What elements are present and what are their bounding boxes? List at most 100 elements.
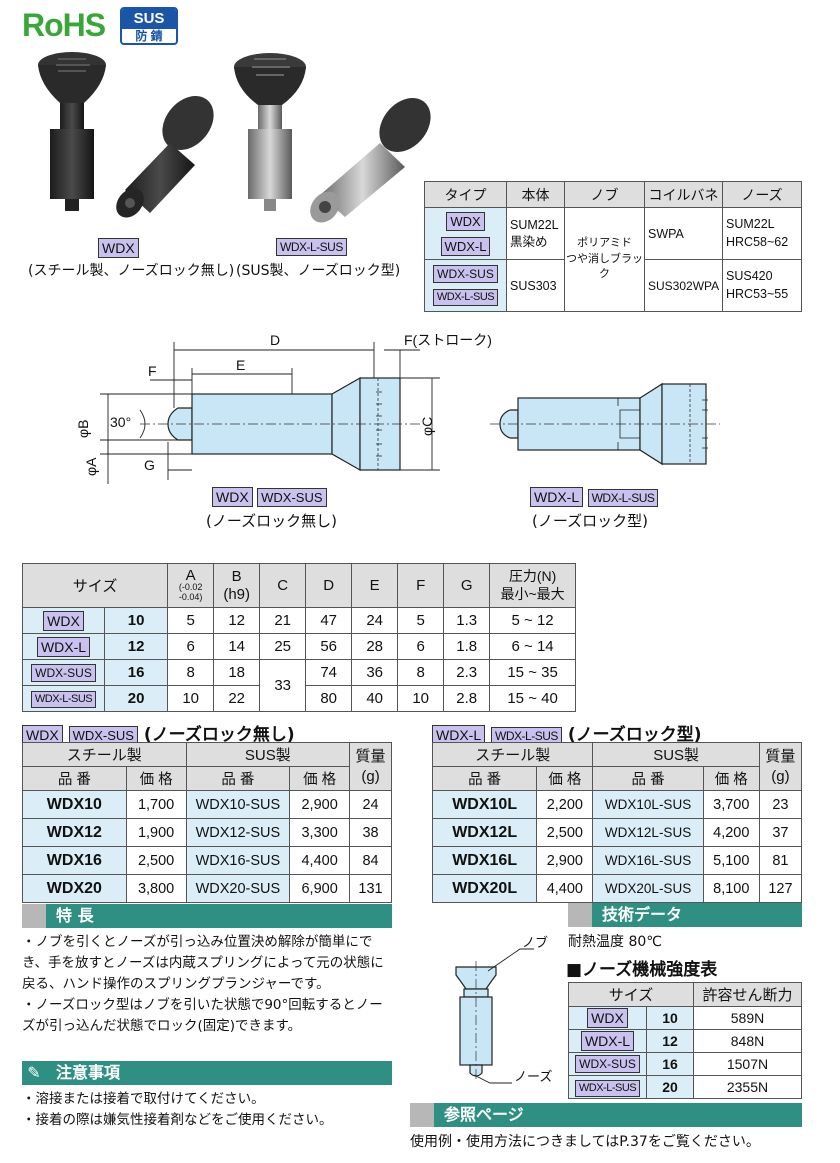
- caution-item: ・溶接または接着で取付けてください。: [22, 1091, 265, 1107]
- dim-head-f: F: [397, 563, 445, 608]
- heat-resistance: 耐熱温度 80℃: [568, 934, 662, 950]
- part-number: WDX16-SUS: [185, 846, 291, 875]
- dim-head-e: E: [351, 563, 399, 608]
- cell: 12: [213, 607, 261, 634]
- price: 2,900: [289, 790, 351, 819]
- model-tag: WDX: [98, 238, 139, 258]
- cell: 10: [397, 685, 445, 712]
- price-head-part: 品 番: [22, 766, 127, 791]
- cell: 22: [213, 685, 261, 712]
- size-cell: 20: [646, 1075, 694, 1099]
- dim-label-phia: φA: [83, 457, 99, 476]
- price-head-price: 価 格: [536, 766, 594, 791]
- price-head-mass: 質量 (g): [758, 742, 803, 791]
- price: 4,400: [289, 846, 351, 875]
- price: 1,900: [125, 818, 187, 847]
- dim-head-a-label: A: [185, 567, 196, 585]
- cell: 1.8: [443, 633, 491, 660]
- dim-label-d: D: [270, 332, 280, 348]
- cell: 14: [213, 633, 261, 660]
- mat-head-knob: ノブ: [564, 181, 645, 208]
- a-tolerance-bottom: -0.04: [178, 591, 200, 602]
- strength-head-shear: 許容せん断力: [693, 982, 802, 1007]
- cell: 36: [351, 659, 399, 686]
- knob-label: ノブ: [522, 935, 548, 950]
- price-head-mass: 質量 (g): [349, 742, 392, 791]
- price: 2,900: [536, 846, 594, 875]
- model-tag: WDX: [446, 211, 485, 231]
- pin-drawing-right: [490, 382, 720, 466]
- cell: 5: [167, 607, 215, 634]
- mat-body-sus: SUS303: [506, 259, 565, 312]
- part-number: WDX12-SUS: [185, 818, 291, 847]
- price: 3,300: [289, 818, 351, 847]
- nose-pin-diagram: ノブ ノーズ: [455, 935, 552, 1084]
- section-marker: [568, 903, 592, 927]
- mass: 37: [758, 818, 803, 847]
- mat-spring-steel: SWPA: [644, 207, 723, 260]
- part-number: WDX10-SUS: [185, 790, 291, 819]
- model-tag: WDX: [212, 487, 253, 507]
- drawing-right-caption: (ノーズロック型): [532, 512, 648, 530]
- sus-badge-sub: 防 錆: [135, 29, 163, 43]
- drawing-right-tags: WDX-L WDX-L-SUS: [530, 487, 659, 507]
- dim-label-f: F: [148, 363, 157, 379]
- dim-label-angle: 30°: [110, 414, 131, 430]
- model-tag: WDX: [43, 610, 84, 631]
- mat-head-spring: コイルバネ: [644, 181, 723, 208]
- price-left-heading: WDX WDX-SUS (ノーズロック無し): [22, 720, 295, 745]
- price: 2,200: [536, 790, 594, 819]
- price-head-price: 価 格: [702, 766, 760, 791]
- product-photo-wdx: [38, 52, 214, 218]
- feature-item: ・ノーズロック型はノブを引いた状態で90°回転するとノーズが引っ込んだ状態でロッ…: [22, 996, 383, 1034]
- mass: 84: [349, 846, 392, 875]
- shear-value: 2355N: [693, 1075, 802, 1099]
- drawing-left-tags: WDX WDX-SUS: [212, 487, 327, 507]
- cell: 1.3: [443, 607, 491, 634]
- size-cell: 16: [103, 659, 169, 686]
- price-head-part: 品 番: [431, 766, 538, 791]
- size-cell: 10: [103, 607, 169, 634]
- part-number: WDX20: [22, 874, 127, 903]
- price-head-steel: スチール製: [22, 742, 187, 767]
- mass: 81: [758, 846, 803, 875]
- mat-head-body: 本体: [506, 181, 565, 208]
- size-cell: 10: [646, 1006, 694, 1030]
- dim-label-stroke: F(ストローク): [404, 332, 492, 348]
- product-photo-wdx-l-sus: [234, 53, 431, 223]
- cell: 56: [305, 633, 353, 660]
- price-head-price: 価 格: [125, 766, 187, 791]
- cell: 5 ~ 12: [489, 607, 576, 634]
- features-header: 特 長: [22, 904, 392, 928]
- price: 3,700: [702, 790, 760, 819]
- dim-label-phib: φB: [75, 420, 91, 438]
- photo-right-caption: (SUS製、ノーズロック型): [236, 263, 401, 279]
- section-marker: [22, 904, 46, 928]
- mat-body-steel: SUM22L 黒染め: [506, 207, 565, 260]
- part-number: WDX12L: [431, 818, 538, 847]
- price: 8,100: [702, 874, 760, 903]
- dimension-drawing: D F(ストローク) E F φB φA 30° G φC: [75, 332, 720, 484]
- caution-text: ・溶接または接着で取付けてください。 ・接着の際は嫌気性接着剤などをご使用くださ…: [22, 1089, 394, 1131]
- model-tag: WDX-L-SUS: [491, 727, 562, 745]
- model-tag: WDX-L: [530, 487, 584, 507]
- model-tag: WDX-L-SUS: [574, 1079, 641, 1097]
- dim-head-a: A(-0.02-0.04): [167, 563, 215, 608]
- dim-head-size: サイズ: [21, 563, 169, 608]
- reference-text[interactable]: 使用例・使用方法につきましてはP.37をご覧ください。: [410, 1134, 760, 1150]
- model-tag: WDX-L-SUS: [587, 489, 659, 507]
- cell: 33: [259, 659, 307, 712]
- photo-left-caption: (スチール製、ノーズロック無し): [28, 263, 235, 279]
- price-head-sus: SUS製: [185, 742, 351, 767]
- shear-value: 848N: [693, 1029, 802, 1053]
- model-tag: WDX: [587, 1008, 628, 1028]
- part-number: WDX20-SUS: [185, 874, 291, 903]
